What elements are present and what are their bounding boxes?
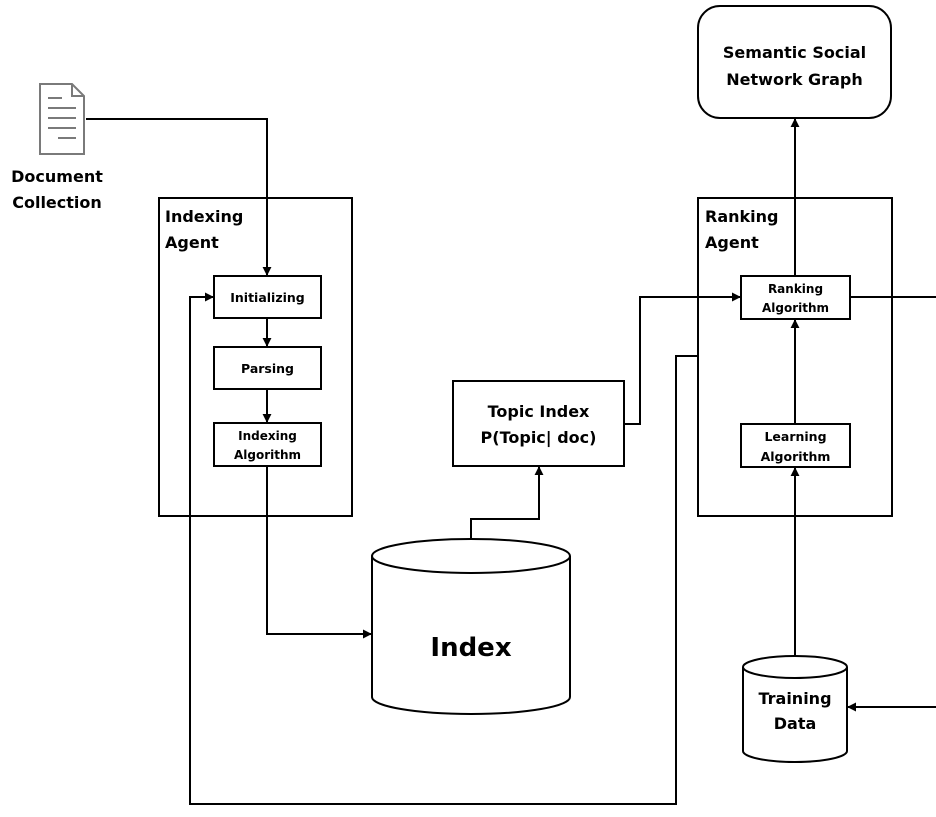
learning-algorithm-label-line2: Algorithm	[761, 449, 831, 464]
document-collection-label-line1: Document	[11, 167, 103, 186]
arrow-indexing-algorithm-to-index	[266, 466, 372, 639]
indexing-algorithm-label-line1: Indexing	[238, 429, 297, 443]
parsing-label: Parsing	[241, 361, 294, 376]
ranking-algorithm-label-line2: Algorithm	[762, 301, 829, 315]
initializing-label: Initializing	[230, 290, 305, 305]
index-label: Index	[430, 633, 511, 663]
topic-index-label-line2: P(Topic| doc)	[481, 428, 597, 448]
document-collection-label-line2: Collection	[12, 193, 102, 212]
arrow-document-to-initializing	[86, 118, 272, 276]
index-database	[371, 538, 571, 715]
semantic-graph-label-line2: Network Graph	[726, 70, 862, 89]
indexing-agent-title-line1: Indexing	[165, 207, 243, 226]
initializing-step	[213, 275, 322, 319]
parsing-step	[213, 346, 322, 390]
learning-algorithm-label-line1: Learning	[764, 429, 826, 444]
training-data-label-line2: Data	[774, 714, 817, 733]
semantic-graph-label-line1: Semantic Social	[723, 43, 866, 62]
training-data-database	[742, 655, 848, 763]
arrow-topic-index-to-ranking-algorithm	[624, 292, 741, 425]
document-icon	[39, 83, 85, 155]
arrow-feedback-to-initializing	[189, 292, 698, 805]
topic-index-label-line1: Topic Index	[488, 402, 590, 421]
semantic-graph-box	[697, 5, 892, 119]
indexing-agent-title-line2: Agent	[165, 233, 219, 252]
topic-index-box	[452, 380, 625, 467]
ranking-agent-title-line2: Agent	[705, 233, 759, 252]
ranking-algorithm-label-line1: Ranking	[768, 282, 823, 296]
arrow-index-to-topic-index	[470, 466, 544, 539]
indexing-agent-box	[158, 197, 353, 517]
training-data-label-line1: Training	[758, 689, 831, 708]
indexing-algorithm-step	[213, 422, 322, 467]
ranking-agent-title-line1: Ranking	[705, 207, 778, 226]
indexing-algorithm-label-line2: Algorithm	[234, 448, 301, 462]
